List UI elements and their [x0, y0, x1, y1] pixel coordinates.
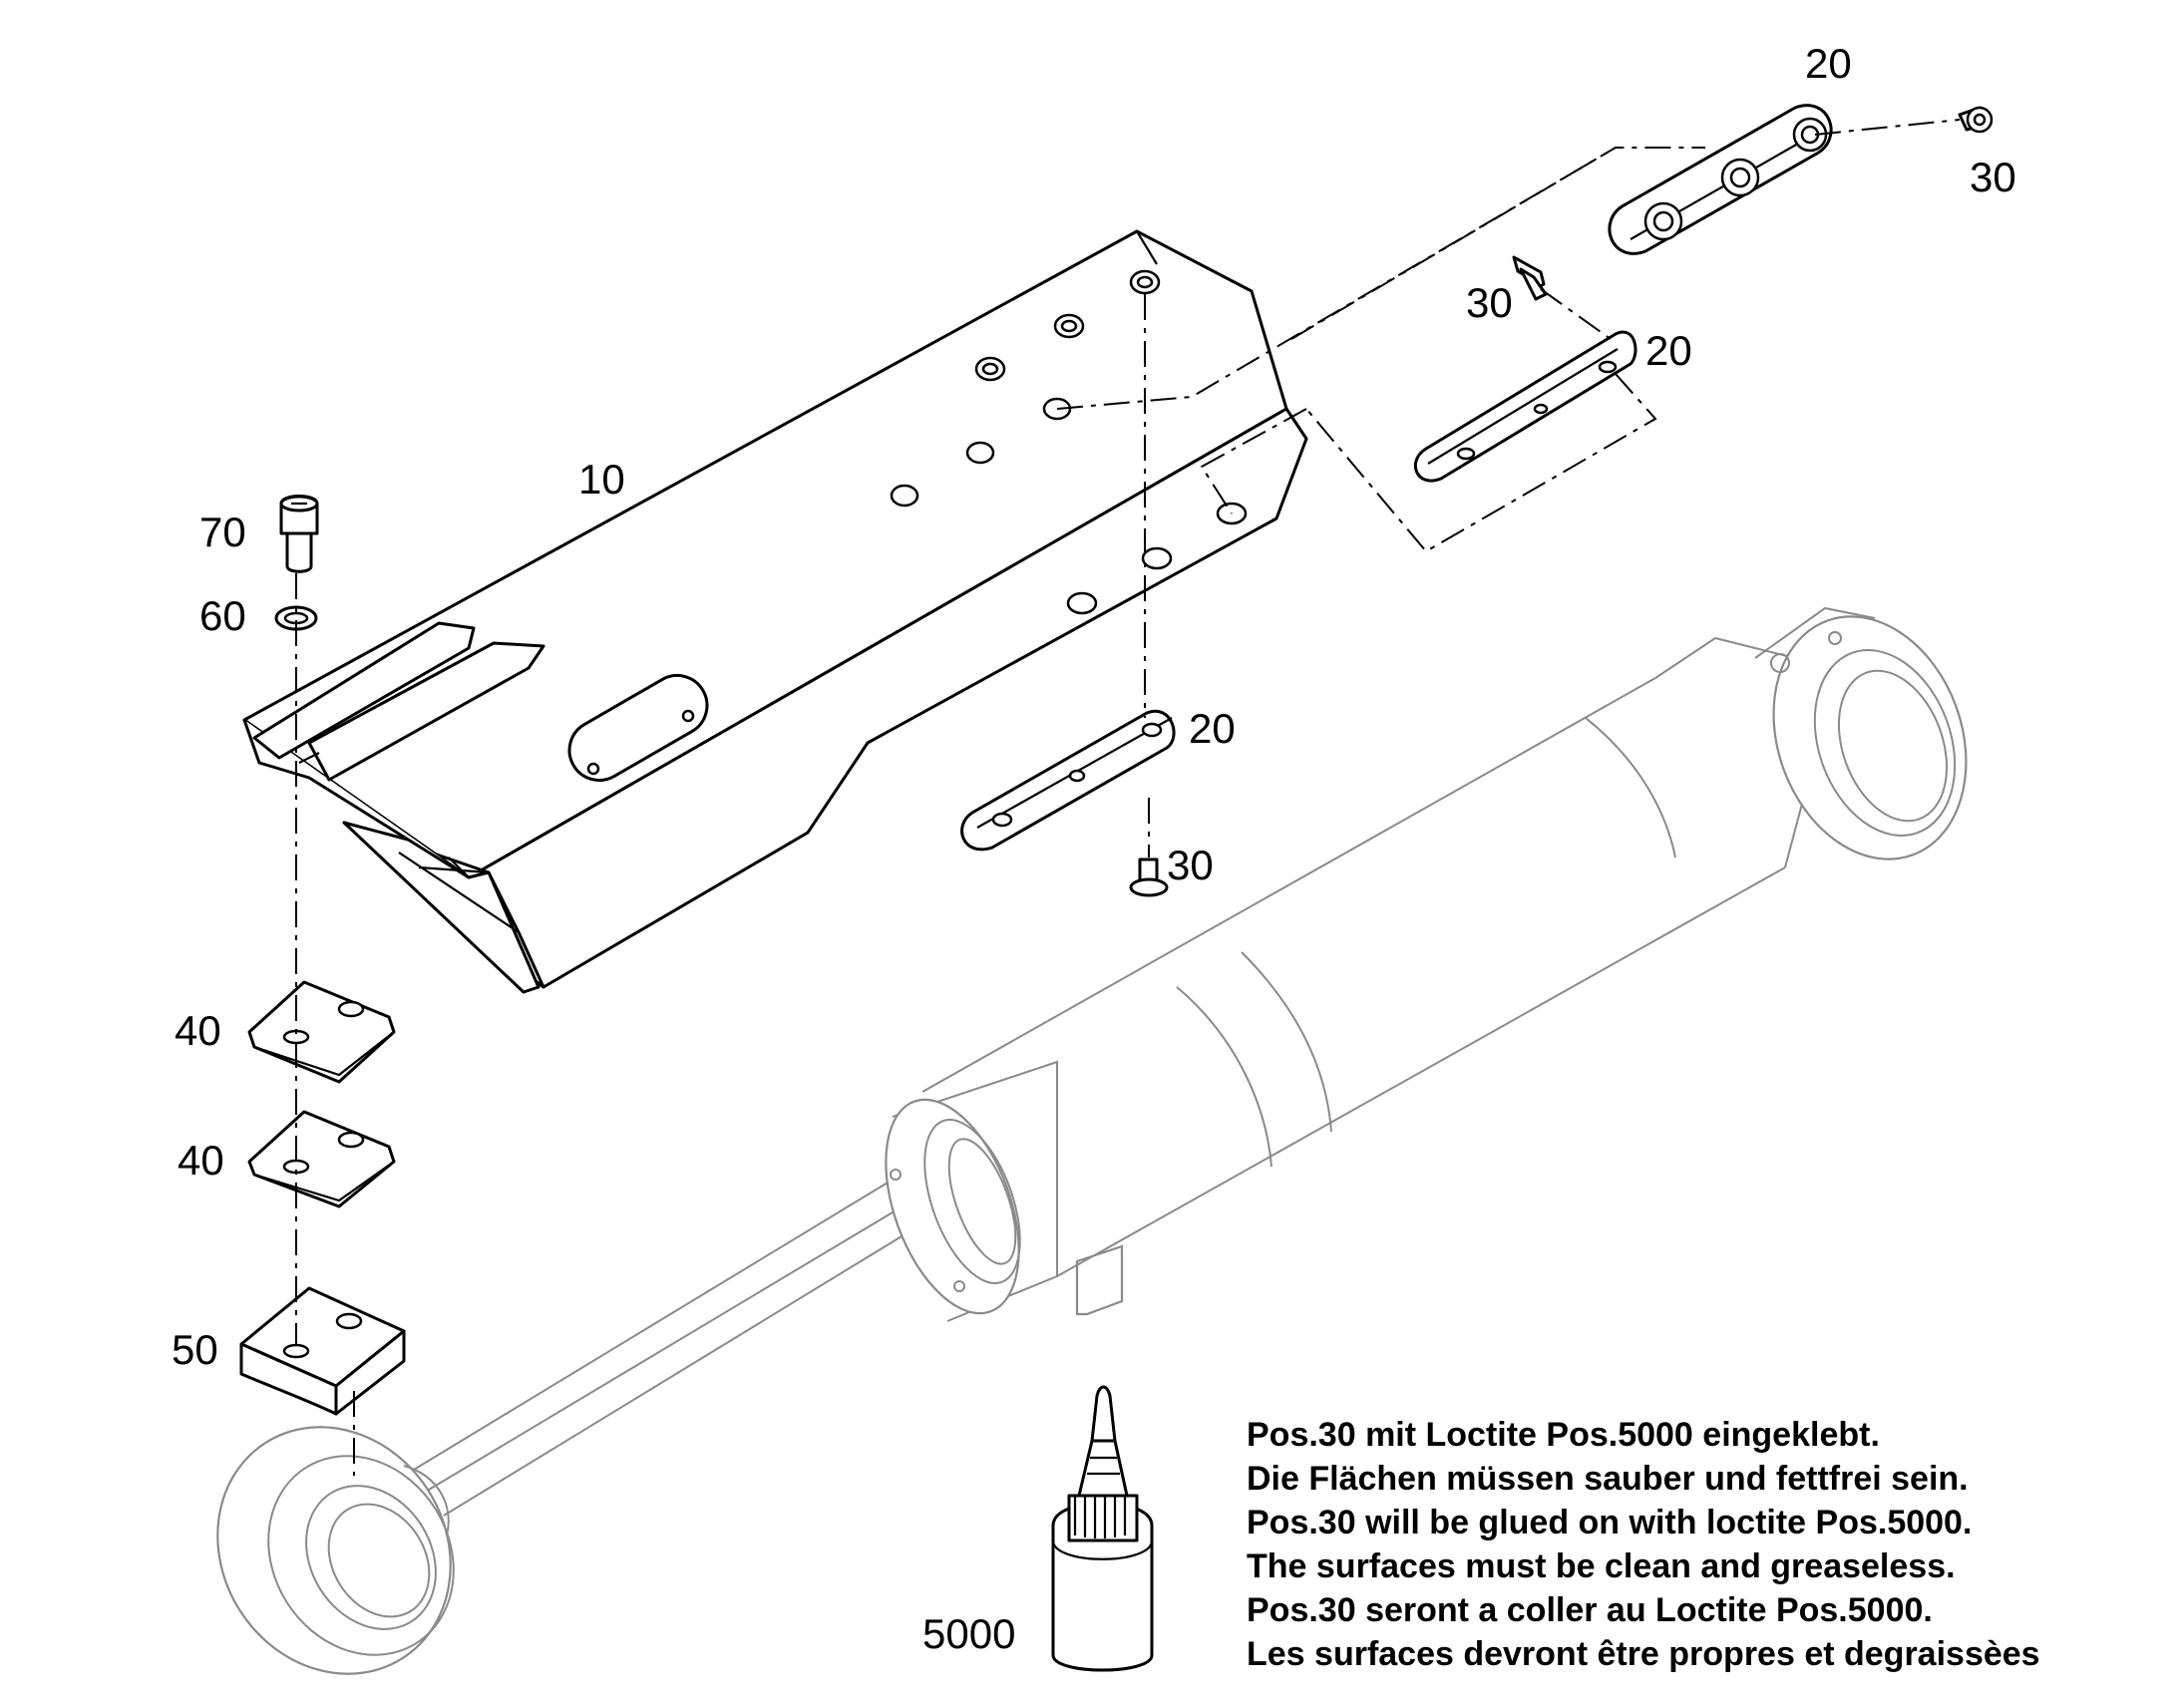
shim-part-40-b — [247, 1110, 396, 1208]
label-20-mid: 20 — [1645, 327, 1692, 374]
cap-screw-part-70 — [279, 495, 319, 573]
assembly-center-lines — [295, 119, 1961, 1476]
note-line-3: Pos.30 will be glued on with loctite Pos… — [1247, 1504, 1972, 1541]
loctite-bottle-part-5000 — [1051, 1385, 1154, 1672]
hydraulic-cylinder — [216, 606, 1968, 1675]
label-40-b: 40 — [178, 1137, 224, 1184]
strap-part-20-top — [1608, 104, 1833, 255]
label-40-a: 40 — [175, 1007, 221, 1054]
bracket-part-10 — [242, 229, 1308, 994]
assembly-note: Pos.30 mit Loctite Pos.5000 eingeklebt. … — [1247, 1416, 2040, 1673]
label-70: 70 — [199, 509, 246, 555]
label-30-top: 30 — [1970, 154, 2016, 200]
screw-part-30-low — [1129, 857, 1169, 897]
part-labels: 10 20 30 30 20 20 30 70 60 40 40 50 5000 — [172, 40, 2016, 1657]
strap-part-20-mid — [1413, 330, 1637, 483]
shim-part-40-a — [247, 980, 396, 1084]
label-50: 50 — [172, 1326, 218, 1373]
label-10: 10 — [578, 456, 625, 503]
screw-part-30-mid — [1512, 255, 1548, 301]
screw-part-30-top — [1958, 106, 1994, 134]
strap-part-20-low — [960, 709, 1176, 852]
side-bosses — [890, 397, 1248, 615]
note-line-4: The surfaces must be clean and greaseles… — [1247, 1547, 1956, 1585]
top-nuts — [974, 269, 1161, 382]
note-line-6: Les surfaces devront être propres et deg… — [1247, 1635, 2040, 1673]
block-part-50 — [239, 1286, 406, 1416]
label-30-low: 30 — [1167, 842, 1214, 888]
note-line-5: Pos.30 seront a coller au Loctite Pos.50… — [1247, 1591, 1933, 1629]
label-30-mid: 30 — [1466, 279, 1513, 326]
label-5000: 5000 — [922, 1610, 1015, 1657]
label-20-top: 20 — [1805, 40, 1852, 87]
label-20-low: 20 — [1189, 705, 1236, 752]
note-line-2: Die Flächen müssen sauber und fettfrei s… — [1247, 1460, 1969, 1498]
label-60: 60 — [199, 592, 246, 639]
note-line-1: Pos.30 mit Loctite Pos.5000 eingeklebt. — [1247, 1416, 1880, 1454]
